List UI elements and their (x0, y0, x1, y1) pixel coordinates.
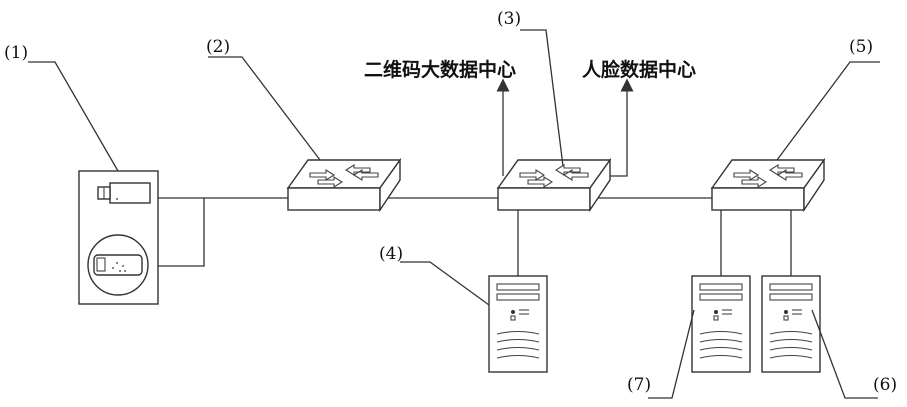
label-server-center: (4) (379, 244, 403, 264)
label-server-right: (6) (873, 375, 897, 395)
server-center-icon (488, 275, 548, 373)
server-right-icon (761, 275, 821, 373)
label-camera-device: (1) (4, 43, 28, 63)
leader-switch-right (776, 61, 880, 161)
switch-right-icon (710, 157, 826, 213)
link-scanner-to-bus (158, 198, 205, 267)
label-server-middle-right: (7) (627, 375, 651, 395)
server-middle-right-icon (691, 275, 751, 373)
leader-server-right (811, 309, 878, 399)
label-switch-left: (2) (206, 37, 230, 57)
connection-lines (158, 78, 792, 276)
label-qr-data-center: 二维码大数据中心 (364, 58, 516, 81)
leader-camera-device (28, 61, 119, 172)
label-switch-center: (3) (497, 9, 521, 29)
label-face-data-center: 人脸数据中心 (582, 58, 696, 81)
switch-center-icon (496, 157, 612, 213)
leader-switch-left (208, 56, 321, 161)
leader-lines (28, 29, 880, 399)
label-switch-right: (5) (849, 37, 873, 57)
camera-icon (97, 182, 151, 204)
camera-device (78, 170, 159, 305)
leader-server-center (400, 261, 490, 306)
leader-server-middle-right (648, 309, 695, 399)
scanner-icon (87, 234, 149, 296)
leader-switch-center (520, 29, 564, 167)
switch-left-icon (286, 157, 402, 213)
labels: (1) (2) (3) (5) (4) (7) (6) 二维码大数据中心 人脸数… (4, 9, 897, 395)
